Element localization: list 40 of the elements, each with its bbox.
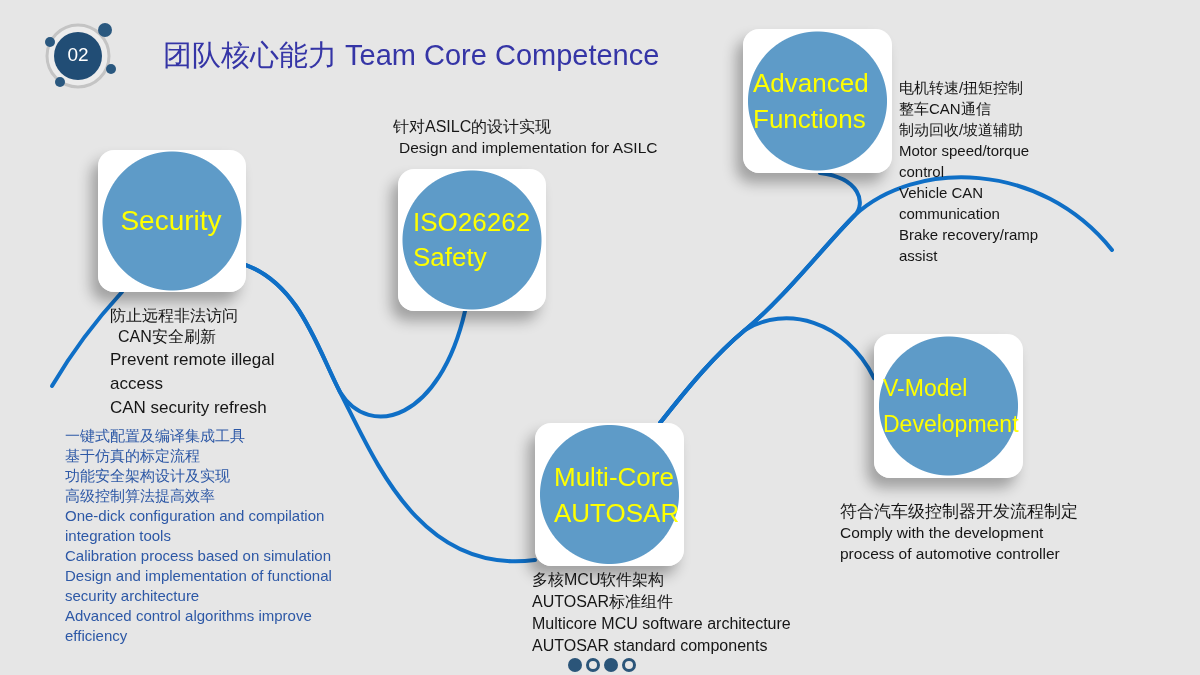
tile-label: ISO26262 Safety <box>413 206 532 274</box>
feature-description: Comply with the development process of automotive controller <box>840 523 1061 564</box>
feature-description: 制动回收/坡道辅助 <box>899 120 1024 140</box>
feature-description: 符合汽车级控制器开发流程制定 <box>840 501 1078 522</box>
feature-description: AUTOSAR standard components <box>532 636 768 656</box>
capability-text: Advanced control algorithms improve efficiency <box>65 606 313 646</box>
feature-tile <box>535 423 684 566</box>
capability-text: One-dick configuration and compilation integration tools <box>65 506 326 546</box>
feature-description: Motor speed/torque control <box>899 141 1031 182</box>
tile-label: Advanced Functions <box>753 67 870 136</box>
feature-description: Prevent remote illegal access <box>110 349 276 395</box>
capability-text: 功能安全架构设计及实现 <box>65 466 230 486</box>
feature-description: AUTOSAR标准组件 <box>532 592 674 612</box>
capability-text: Calibration process based on simulation <box>65 546 331 566</box>
curve-connector <box>244 263 537 564</box>
feature-description: Vehicle CAN communication <box>899 183 1001 224</box>
feature-description: 防止远程非法访问 <box>110 306 238 326</box>
capability-text: 基于仿真的标定流程 <box>65 446 200 466</box>
feature-description: Design and implementation for ASILC <box>399 138 658 158</box>
feature-tile <box>398 169 546 311</box>
feature-tile <box>743 29 892 173</box>
feature-description: CAN安全刷新 <box>118 327 216 347</box>
feature-description: 整车CAN通信 <box>899 99 991 119</box>
capability-text: Design and implementation of functional security architecture <box>65 566 333 606</box>
feature-description: 针对ASILC的设计实现 <box>393 117 552 137</box>
badge-number: 02 <box>66 44 90 66</box>
curve-connector <box>50 290 124 388</box>
tile-label: Multi-Core AUTOSAR <box>554 460 681 530</box>
curve-connector <box>658 175 1114 425</box>
feature-description: Multicore MCU software architecture <box>532 614 791 634</box>
slide-title: 团队核心能力 Team Core Competence <box>163 38 660 73</box>
feature-description: 多核MCU软件架构 <box>532 570 665 590</box>
feature-description: 电机转速/扭矩控制 <box>899 78 1024 98</box>
capability-text: 一键式配置及编译集成工具 <box>65 426 245 446</box>
capability-text: 高级控制算法提高效率 <box>65 486 215 506</box>
feature-description: Brake recovery/ramp assist <box>899 225 1040 266</box>
tile-label: Security <box>120 204 222 238</box>
feature-tile <box>874 334 1023 478</box>
feature-tile <box>98 150 246 292</box>
feature-description: CAN security refresh <box>110 397 267 419</box>
